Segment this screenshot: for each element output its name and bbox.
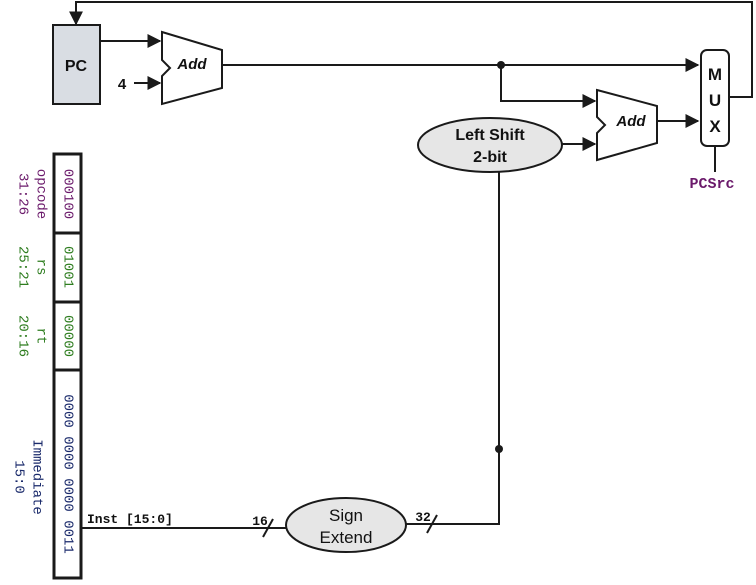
rs-bits: 01001 xyxy=(59,246,75,288)
rt-range: 20:16 xyxy=(14,315,30,357)
pcsrc-label: PCSrc xyxy=(689,176,734,193)
mux-letter: M xyxy=(708,65,722,84)
bus-slash-32 xyxy=(426,514,438,534)
bus-width-out: 32 xyxy=(415,510,431,525)
opcode-bits: 000100 xyxy=(59,169,75,219)
rt-bits: 00000 xyxy=(59,315,75,357)
left-shift-line2: 2-bit xyxy=(473,149,507,166)
pc-label: PC xyxy=(65,58,88,75)
opcode-name: opcode xyxy=(32,169,48,219)
adder-pc-plus-4: Add xyxy=(161,30,223,106)
pc-register: PC xyxy=(52,24,101,105)
junction-dot xyxy=(495,445,503,453)
adder1-label: Add xyxy=(176,56,207,73)
instruction-word: 000100 01001 00000 0000 0000 0000 0011 o… xyxy=(10,152,83,580)
opcode-range: 31:26 xyxy=(14,173,30,215)
rs-name: rs xyxy=(32,259,48,276)
sign-extend-unit: Sign Extend xyxy=(285,497,407,553)
mux-letter: X xyxy=(709,117,721,136)
adder-branch-target: Add xyxy=(596,88,658,162)
mux-letter: U xyxy=(709,91,721,110)
immediate-bits: 0000 0000 0000 0011 xyxy=(59,394,75,554)
wire-pc4-to-adder2 xyxy=(500,65,597,108)
inst-field-label: Inst [15:0] xyxy=(87,512,173,527)
adder2-label: Add xyxy=(615,113,646,130)
bus-slash-16 xyxy=(262,518,274,538)
rt-name: rt xyxy=(32,328,48,345)
sign-extend-line2: Extend xyxy=(320,528,373,547)
sign-extend-line1: Sign xyxy=(329,506,363,525)
immediate-name: Immediate xyxy=(28,439,44,515)
left-shift-line1: Left Shift xyxy=(455,127,525,144)
pc-mux: M U X xyxy=(700,49,730,147)
wire-mux-to-pc xyxy=(69,1,753,98)
wire-signext-to-shift xyxy=(406,172,500,525)
bus-width-in: 16 xyxy=(252,514,268,529)
const-four-label: 4 xyxy=(118,76,127,93)
rs-range: 25:21 xyxy=(14,246,30,288)
left-shift-unit: Left Shift 2-bit xyxy=(417,117,563,173)
immediate-range: 15:0 xyxy=(10,460,26,494)
